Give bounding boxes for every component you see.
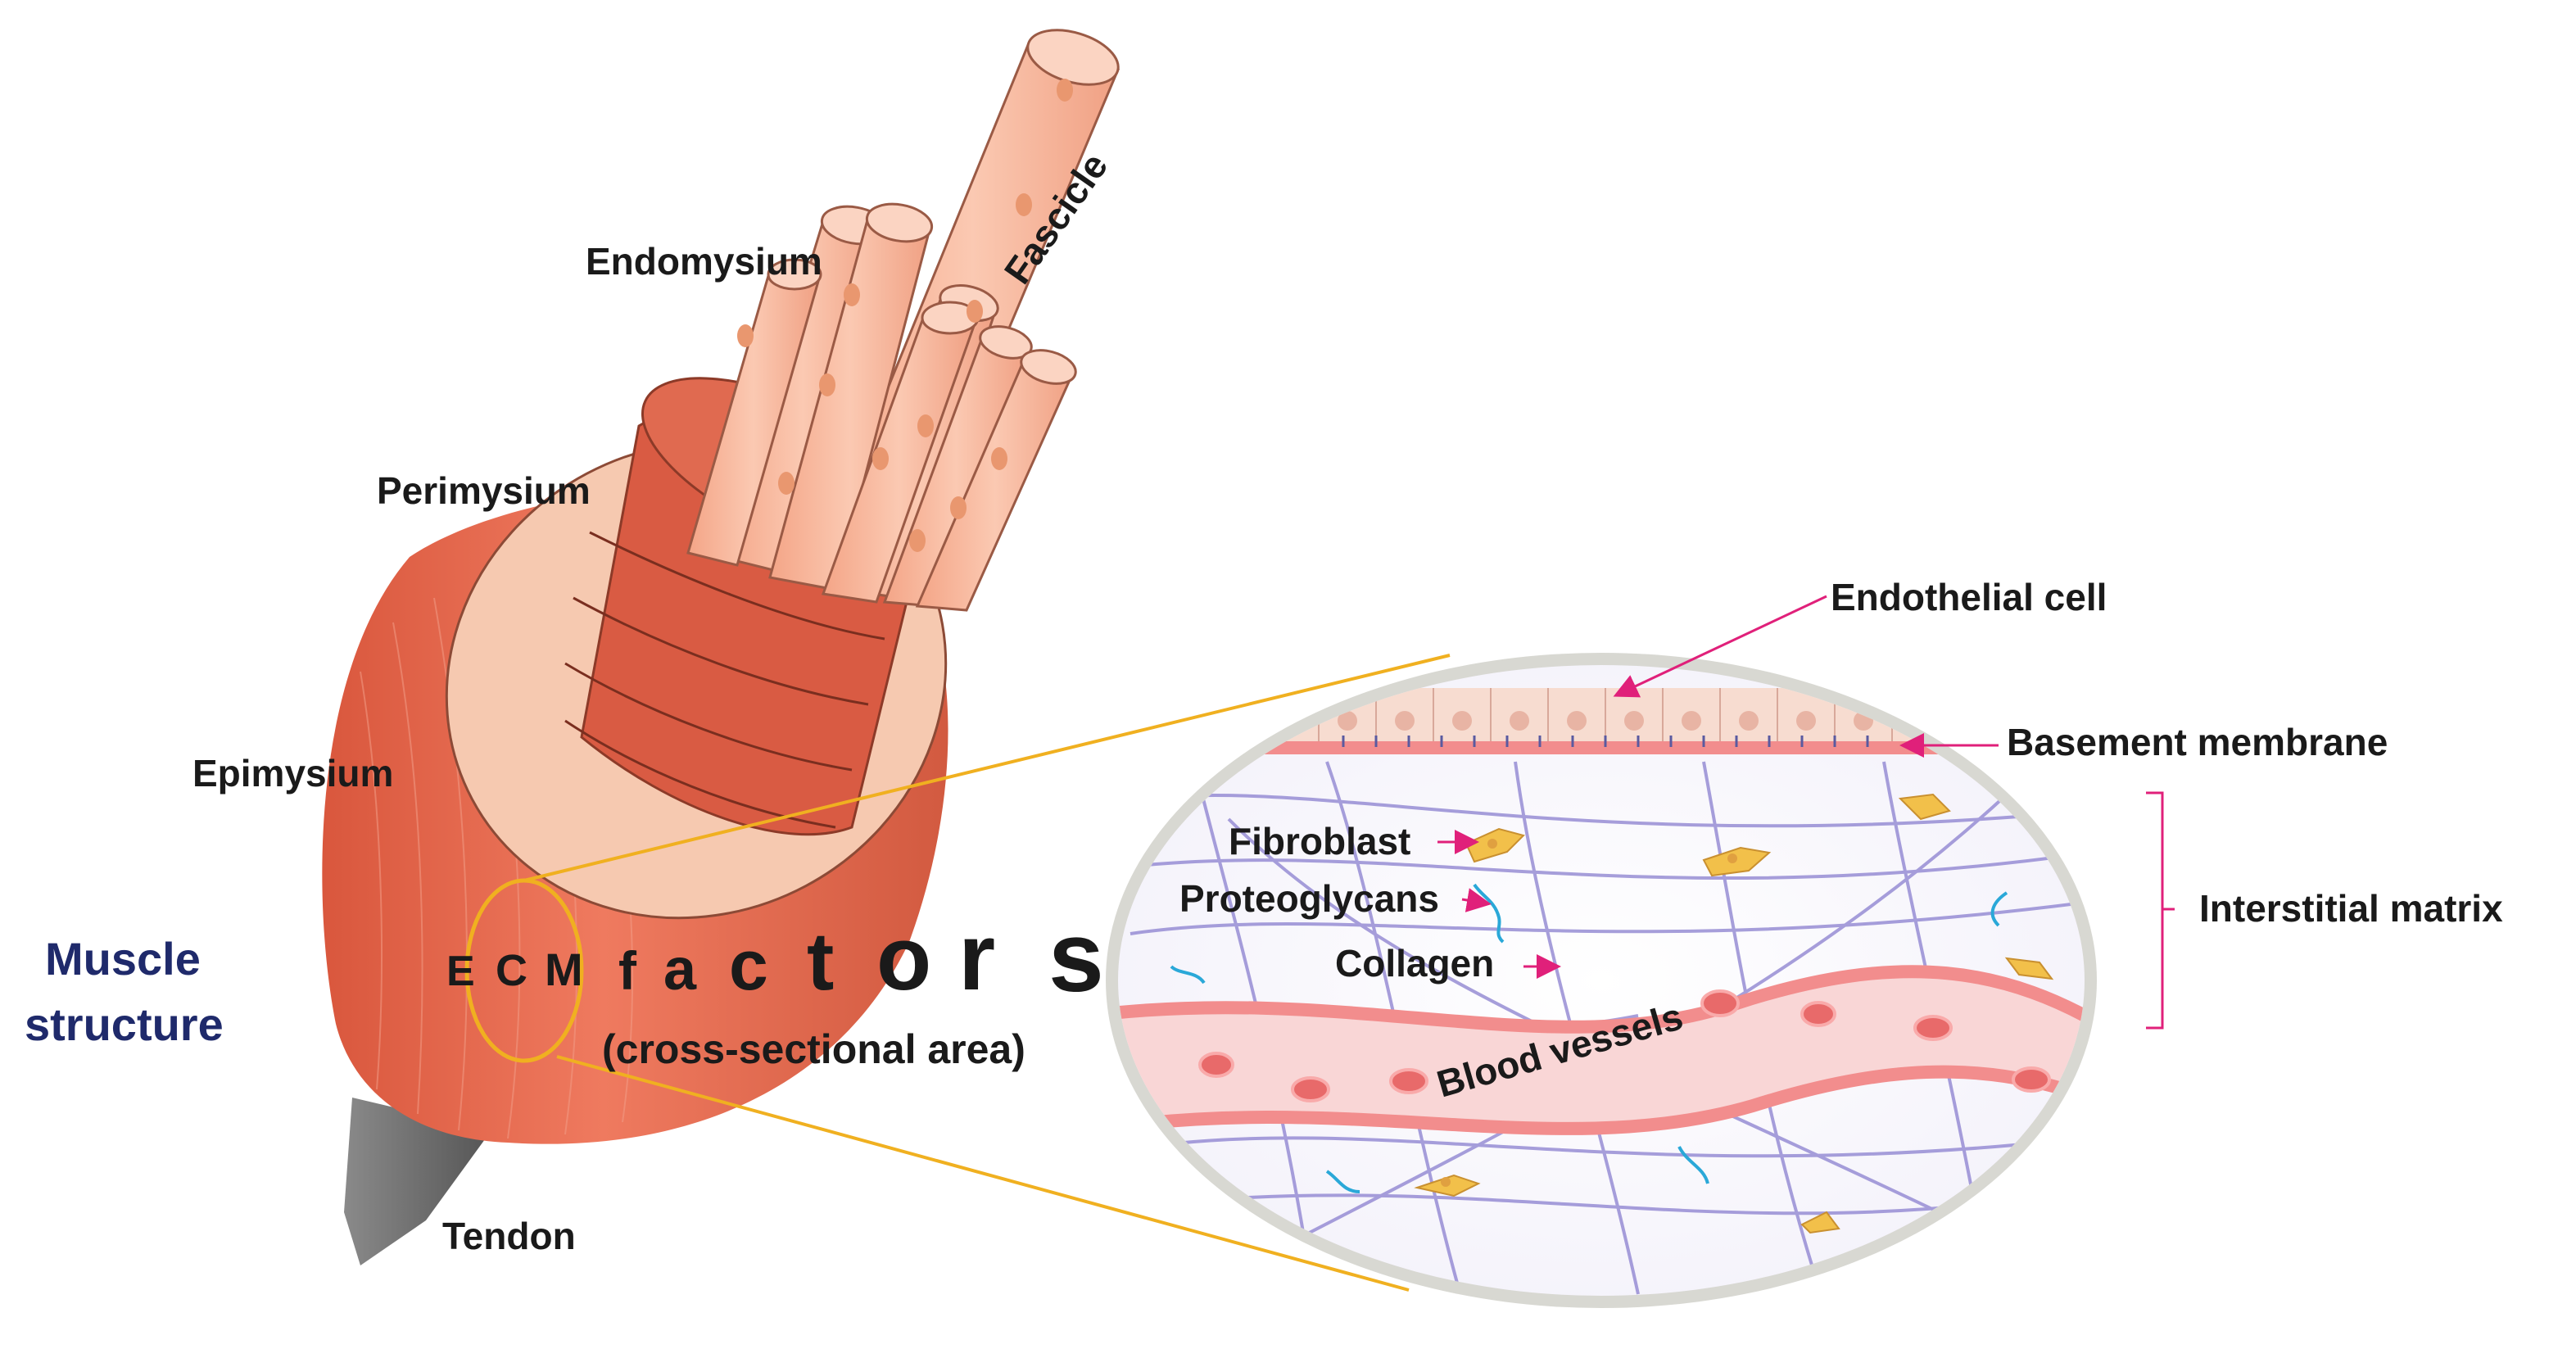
endomysium-label: Endomysium [586,240,822,283]
ecm-letter: E [446,948,475,995]
ecm-letter: o [876,908,931,1009]
epimysium-label: Epimysium [192,752,393,794]
ecm-factors-heading: E C M f a c t o r s [446,901,1104,1012]
magnified-ecm-lens [1106,653,2097,1308]
proteoglycans-label: Proteoglycans [1179,877,1439,920]
perimysium-label: Perimysium [377,469,591,512]
ecm-letter: r [958,903,995,1010]
collagen-label: Collagen [1335,942,1494,985]
proteoglycans-arrow [1461,888,1492,912]
ecm-letter: f [618,940,637,1001]
interstitial-matrix-label: Interstitial matrix [2199,887,2503,930]
interstitial-matrix-bracket [2146,791,2175,1030]
zoom-connector-lines [523,654,1451,1292]
diagram-title-line1: Muscle [45,933,201,985]
basement-membrane-label: Basement membrane [2007,721,2388,763]
ecm-letter: c [729,926,768,1005]
diagram-labels: Muscle structure Endomysium Fascicle Per… [25,145,2503,1257]
ecm-letter: M [545,944,583,995]
tendon-shape [344,1098,491,1265]
ecm-letter: a [663,937,697,1003]
muscle-illustration [322,29,1120,1265]
ecm-letter: t [807,916,834,1007]
ecm-letter: s [1048,901,1104,1012]
ecm-letter: C [496,946,527,995]
ecm-subtitle: (cross-sectional area) [602,1026,1025,1072]
fibroblast-label: Fibroblast [1229,820,1410,862]
endothelial-cell-label: Endothelial cell [1831,576,2107,618]
diagram-title-line2: structure [25,998,224,1050]
endothelial-cell-arrow [1613,595,1827,698]
blood-vessel [1118,965,2085,1139]
muscle-fibers [686,29,1120,612]
tendon-label: Tendon [442,1215,576,1257]
